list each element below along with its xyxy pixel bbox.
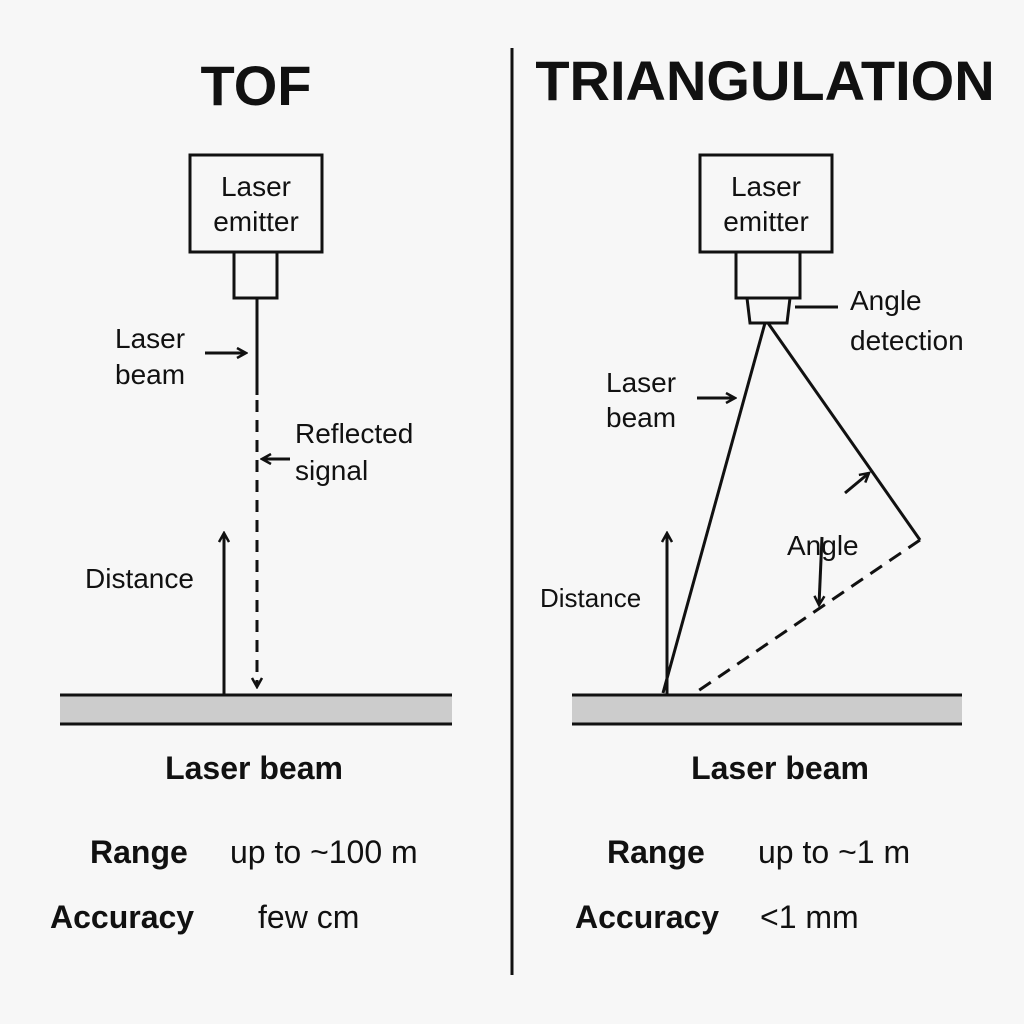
laser-beam-line [661,322,767,694]
laser-emitter-box [698,153,834,254]
dashed-return-line [694,538,921,695]
distance-label: Distance [540,583,641,613]
laser-beam-label: Laser [606,367,676,398]
accuracy-value: <1 mm [760,899,859,935]
tof-panel: TOF Laser emitter Laser beam Reflected s… [50,54,452,935]
surface-label: Laser beam [165,750,343,786]
angle-detection-label: Angle [850,285,922,316]
reflected-signal-label: signal [295,455,368,486]
emitter-label: Laser [731,171,801,202]
triangulation-panel: TRIANGULATION Laser emitter Angle detect… [535,49,994,935]
emitter-label: Laser [221,171,291,202]
laser-emitter-box [188,153,324,254]
laser-beam-label: beam [115,359,185,390]
emitter-lens [232,250,279,300]
emitter-label: emitter [723,206,809,237]
accuracy-label: Accuracy [50,899,194,935]
triangulation-title: TRIANGULATION [535,49,994,112]
angle-arrow-down [819,536,822,605]
angle-detector [745,296,792,325]
reflected-signal-label: Reflected [295,418,413,449]
surface-label: Laser beam [691,750,869,786]
reflected-line [766,322,922,541]
emitter-lens [734,250,802,300]
range-value: up to ~100 m [230,834,418,870]
laser-beam-label: beam [606,402,676,433]
tof-title: TOF [201,54,312,117]
accuracy-label: Accuracy [575,899,719,935]
range-label: Range [90,834,188,870]
angle-detection-label: detection [850,325,964,356]
angle-arrow-up [844,473,869,495]
emitter-label: emitter [213,206,299,237]
surface [572,696,962,724]
surface [60,696,452,724]
accuracy-value: few cm [258,899,359,935]
laser-beam-label: Laser [115,323,185,354]
range-label: Range [607,834,705,870]
range-value: up to ~1 m [758,834,910,870]
distance-label: Distance [85,563,194,594]
